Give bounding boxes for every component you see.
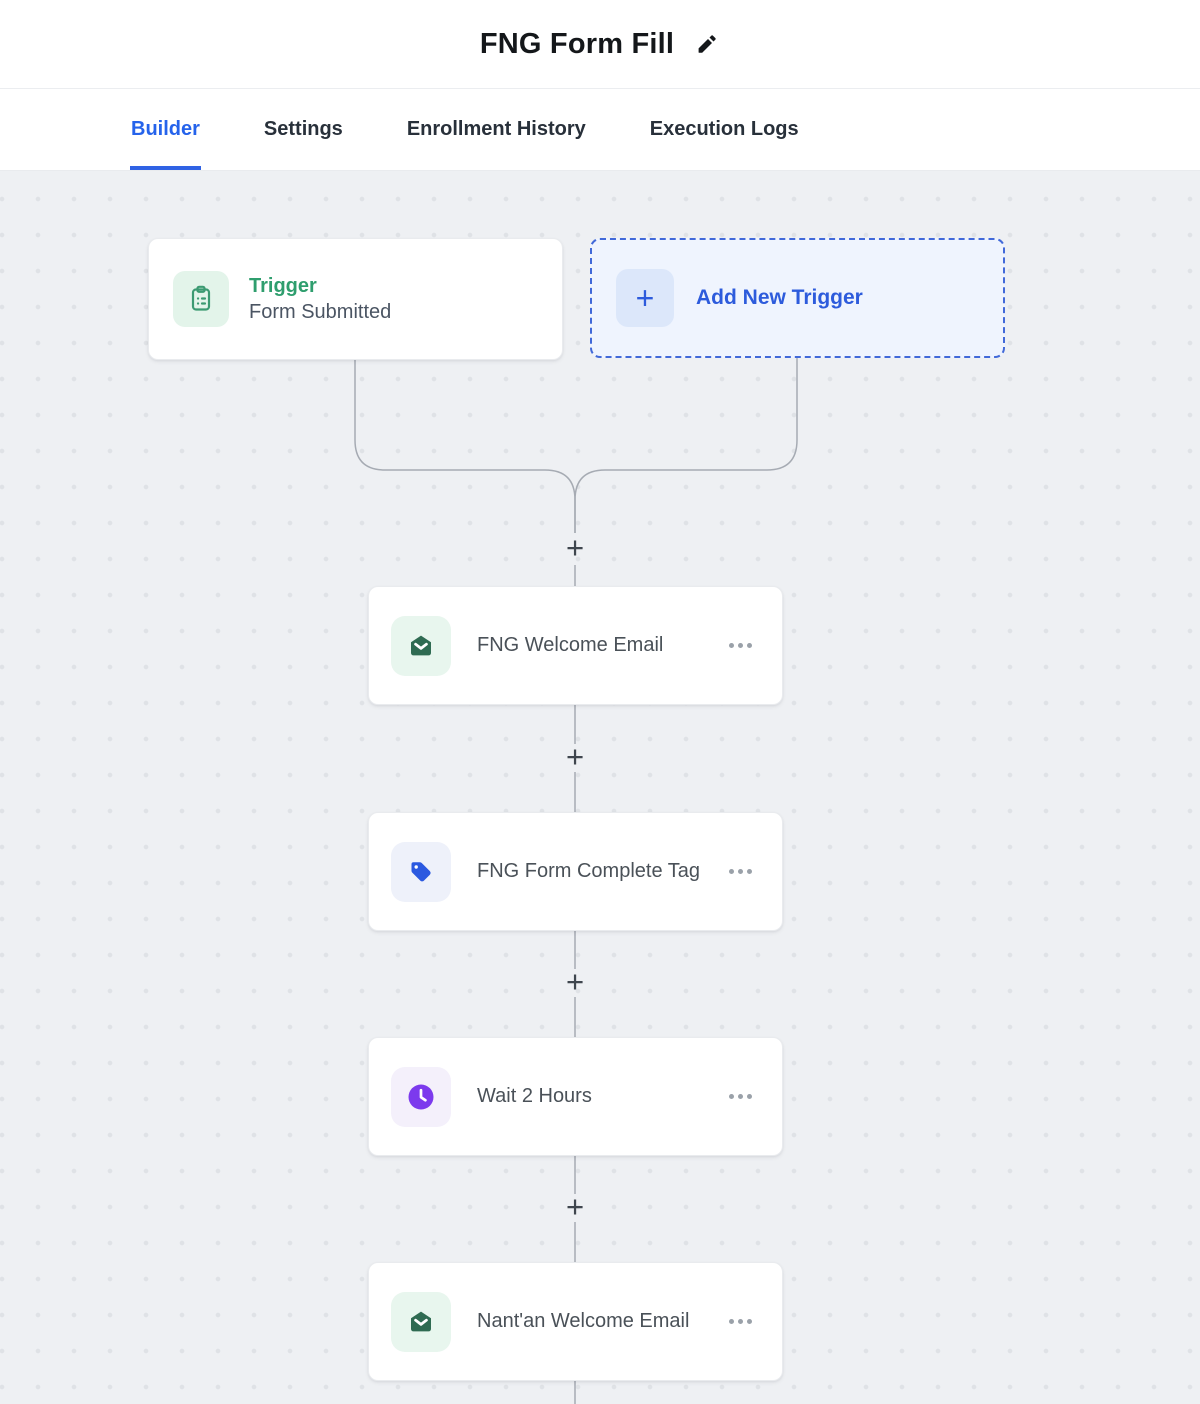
clipboard-list-icon xyxy=(191,285,211,311)
tab-builder[interactable]: Builder xyxy=(130,89,201,170)
plus-iconbox: + xyxy=(616,269,674,327)
email-open-icon xyxy=(411,635,431,655)
workflow-title: FNG Form Fill xyxy=(479,27,675,60)
add-new-trigger-button[interactable]: + Add New Trigger xyxy=(590,238,1005,358)
pencil-icon xyxy=(698,35,716,53)
action-card-fng-welcome-email[interactable]: FNG Welcome Email xyxy=(368,586,783,705)
add-step-button[interactable]: + xyxy=(565,964,585,999)
trigger-card[interactable]: Trigger Form Submitted xyxy=(148,238,563,360)
action-iconbox xyxy=(391,1291,451,1352)
clock-icon xyxy=(408,1084,434,1109)
action-label: Nant'an Welcome Email xyxy=(477,1310,690,1332)
trigger-text: Trigger Form Submitted xyxy=(249,275,391,324)
workflow-tabbar: Builder Settings Enrollment History Exec… xyxy=(0,89,1200,171)
action-iconbox xyxy=(391,1066,451,1127)
more-options-icon[interactable] xyxy=(727,1088,754,1105)
action-label: FNG Welcome Email xyxy=(477,634,664,656)
more-options-icon[interactable] xyxy=(727,1313,754,1330)
add-step-button[interactable]: + xyxy=(565,739,585,774)
action-iconbox xyxy=(391,615,451,676)
more-options-icon[interactable] xyxy=(727,863,754,880)
trigger-name: Form Submitted xyxy=(249,300,392,323)
add-step-button[interactable]: + xyxy=(565,530,585,565)
trigger-iconbox xyxy=(173,271,229,327)
action-card-fng-form-complete-tag[interactable]: FNG Form Complete Tag xyxy=(368,812,783,931)
action-label: Wait 2 Hours xyxy=(477,1085,592,1107)
action-label: FNG Form Complete Tag xyxy=(477,860,701,882)
add-step-button[interactable]: + xyxy=(565,1189,585,1224)
trigger-type-label: Trigger xyxy=(249,274,317,297)
tab-settings[interactable]: Settings xyxy=(263,118,343,140)
tab-enrollment-history[interactable]: Enrollment History xyxy=(406,118,586,140)
tag-icon xyxy=(411,861,431,881)
more-options-icon[interactable] xyxy=(727,637,754,654)
action-iconbox xyxy=(391,841,451,902)
workflow-canvas[interactable]: Trigger Form Submitted + Add New Trigger… xyxy=(0,171,1200,1404)
action-card-wait-2-hours[interactable]: Wait 2 Hours xyxy=(368,1037,783,1156)
page-header: FNG Form Fill xyxy=(0,0,1200,89)
add-new-trigger-label: Add New Trigger xyxy=(696,286,863,309)
action-card-nantan-welcome-email[interactable]: Nant'an Welcome Email xyxy=(368,1262,783,1381)
plus-icon: + xyxy=(635,280,655,316)
edit-title-button[interactable] xyxy=(694,31,720,57)
email-open-icon xyxy=(411,1311,431,1331)
tab-execution-logs[interactable]: Execution Logs xyxy=(649,118,799,140)
